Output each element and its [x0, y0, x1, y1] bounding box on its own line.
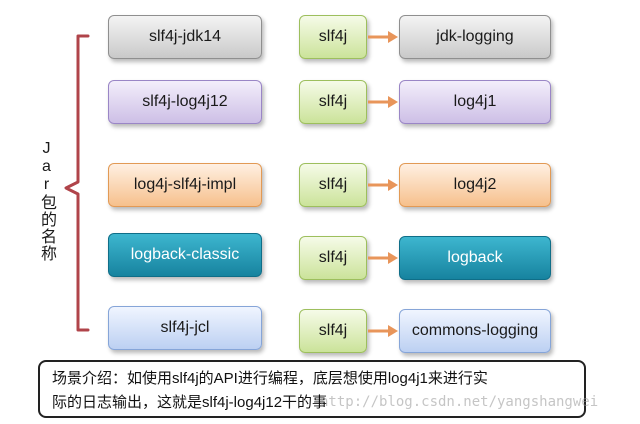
watermark-text: http://blog.csdn.net/yangshangwei — [320, 394, 599, 410]
impl-box-jdk-logging: jdk-logging — [399, 15, 551, 59]
jar-name-label: Jar包的名称 — [38, 140, 55, 262]
api-box-slf4j: slf4j — [299, 80, 367, 124]
jar-box-slf4j-log4j12: slf4j-log4j12 — [108, 80, 262, 124]
arrow-right-icon — [368, 325, 398, 337]
arrow-right-icon — [368, 179, 398, 191]
impl-box-logback: logback — [399, 236, 551, 280]
impl-box-log4j2: log4j2 — [399, 163, 551, 207]
impl-box-log4j1: log4j1 — [399, 80, 551, 124]
impl-box-commons-logging: commons-logging — [399, 309, 551, 353]
arrow-right-icon — [368, 31, 398, 43]
api-box-slf4j: slf4j — [299, 163, 367, 207]
api-box-slf4j: slf4j — [299, 236, 367, 280]
arrow-right-icon — [368, 252, 398, 264]
api-box-slf4j: slf4j — [299, 309, 367, 353]
arrow-right-icon — [368, 96, 398, 108]
caption-line-1: 场景介绍：如使用slf4j的API进行编程，底层想使用log4j1来进行实 — [52, 370, 488, 387]
caption-line-2: 际的日志输出，这就是slf4j-log4j12干的事 — [52, 394, 328, 411]
jar-box-logback-classic: logback-classic — [108, 233, 262, 277]
scenario-caption: 场景介绍：如使用slf4j的API进行编程，底层想使用log4j1来进行实 际的… — [38, 360, 586, 418]
jar-box-slf4j-jdk14: slf4j-jdk14 — [108, 15, 262, 59]
api-box-slf4j: slf4j — [299, 15, 367, 59]
jar-box-slf4j-jcl: slf4j-jcl — [108, 306, 262, 350]
jar-box-log4j-slf4j-impl: log4j-slf4j-impl — [108, 163, 262, 207]
